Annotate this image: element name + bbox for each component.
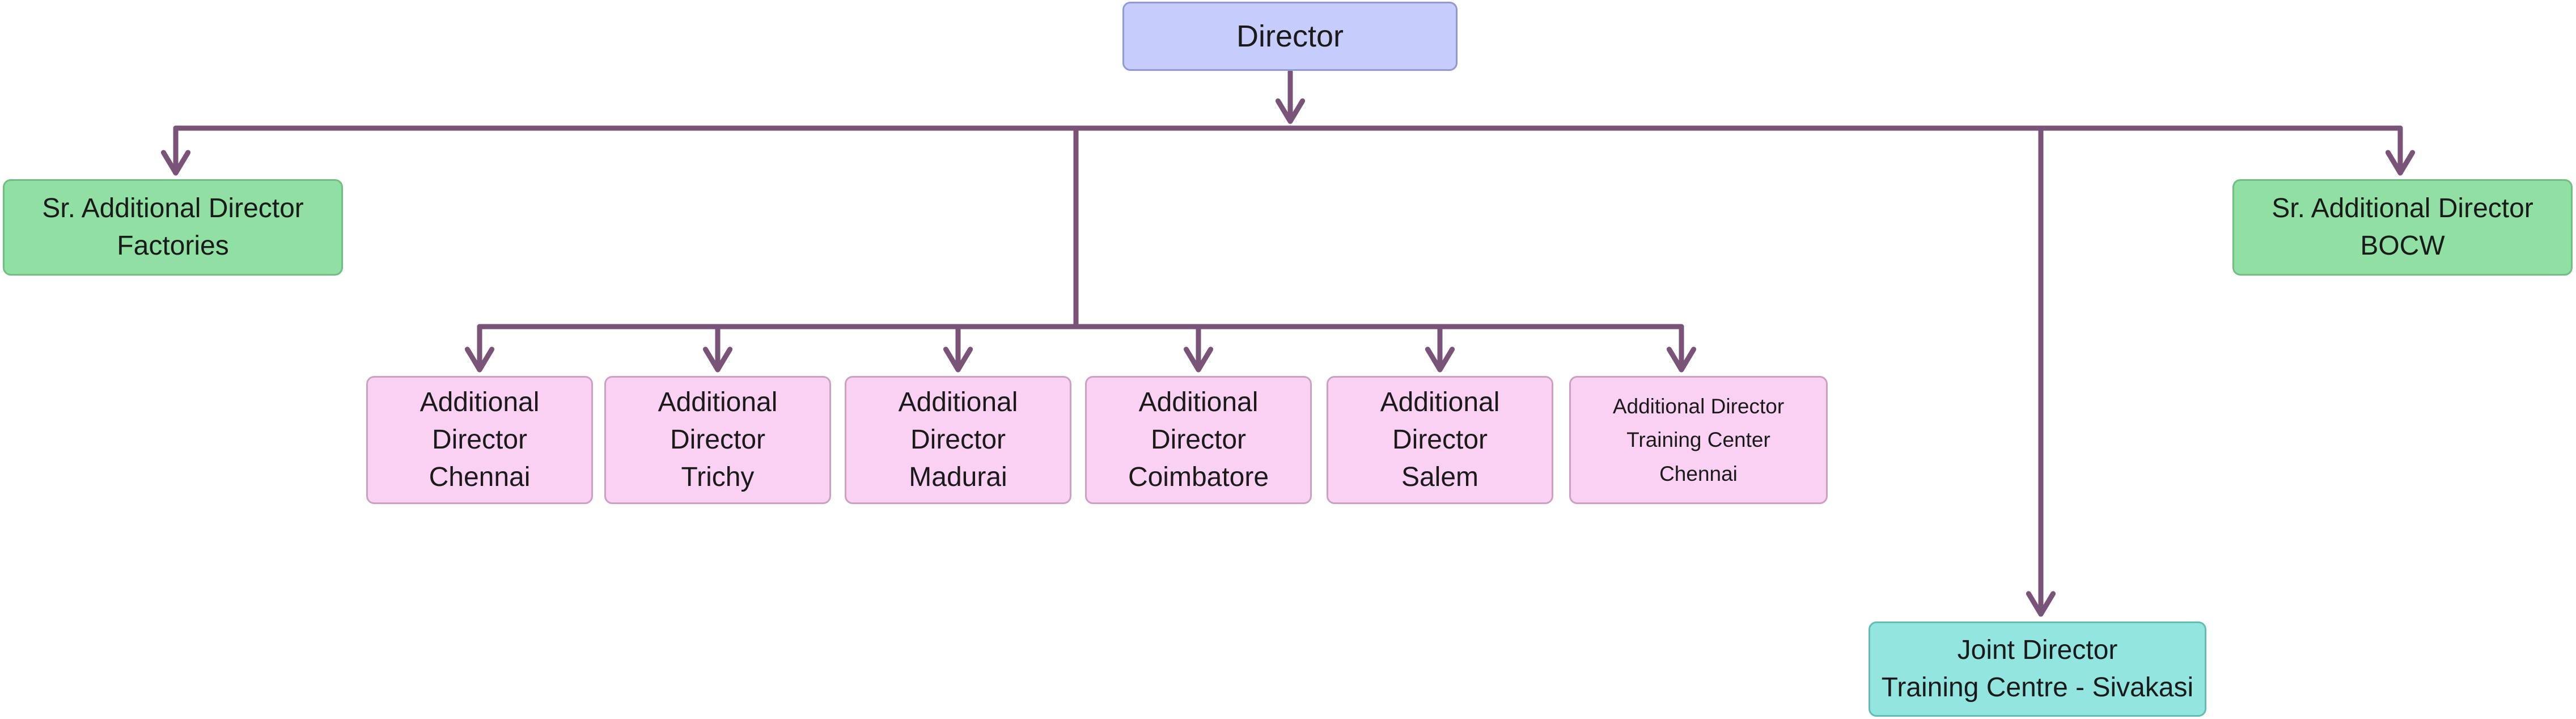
box-label-line: Joint Director [1957,635,2118,665]
box-label-line: Additional [1138,387,1259,417]
joint-director-sivakasi-box: Joint Director Training Centre - Sivakas… [1869,621,2206,717]
box-label-line: Additional [1380,387,1500,417]
box-label-line: Training Centre - Sivakasi [1881,673,2194,703]
additional-director-coimbatore-box: Additional Director Coimbatore [1085,376,1312,504]
box-label-line: Director [670,424,766,455]
box-label-line: Training Center [1626,428,1770,452]
box-label-line: Director [1392,424,1488,455]
box-label-line: Additional [420,387,540,417]
additional-director-salem-box: Additional Director Salem [1327,376,1553,504]
additional-director-trichy-box: Additional Director Trichy [604,376,831,504]
sr-additional-director-bocw-box: Sr. Additional Director BOCW [2232,179,2573,276]
sr-additional-director-factories-box: Sr. Additional Director Factories [3,179,343,276]
box-label-line: Additional [658,387,778,417]
director-box: Director [1122,2,1458,71]
box-label-line: Additional Director [1612,395,1785,418]
box-label-line: Director [431,424,528,455]
director-label: Director [1236,19,1344,53]
box-label-line: Trichy [681,462,755,493]
box-label-line: Salem [1401,462,1479,493]
box-label-line: Sr. Additional Director [42,193,304,223]
box-label-line: Coimbatore [1128,462,1269,493]
additional-director-training-center-box: Additional Director Training Center Chen… [1569,376,1828,504]
box-label-line: Director [910,424,1006,455]
additional-director-chennai-box: Additional Director Chennai [366,376,593,504]
box-label-line: Additional [898,387,1018,417]
box-label-line: Chennai [1659,462,1738,485]
box-label-line: Madurai [909,462,1007,493]
additional-director-madurai-box: Additional Director Madurai [845,376,1071,504]
box-label-line: Director [1150,424,1247,455]
box-label-line: Chennai [429,462,531,493]
box-label-line: Sr. Additional Director [2272,193,2533,223]
box-label-line: BOCW [2360,231,2445,261]
box-label-line: Factories [117,231,229,261]
